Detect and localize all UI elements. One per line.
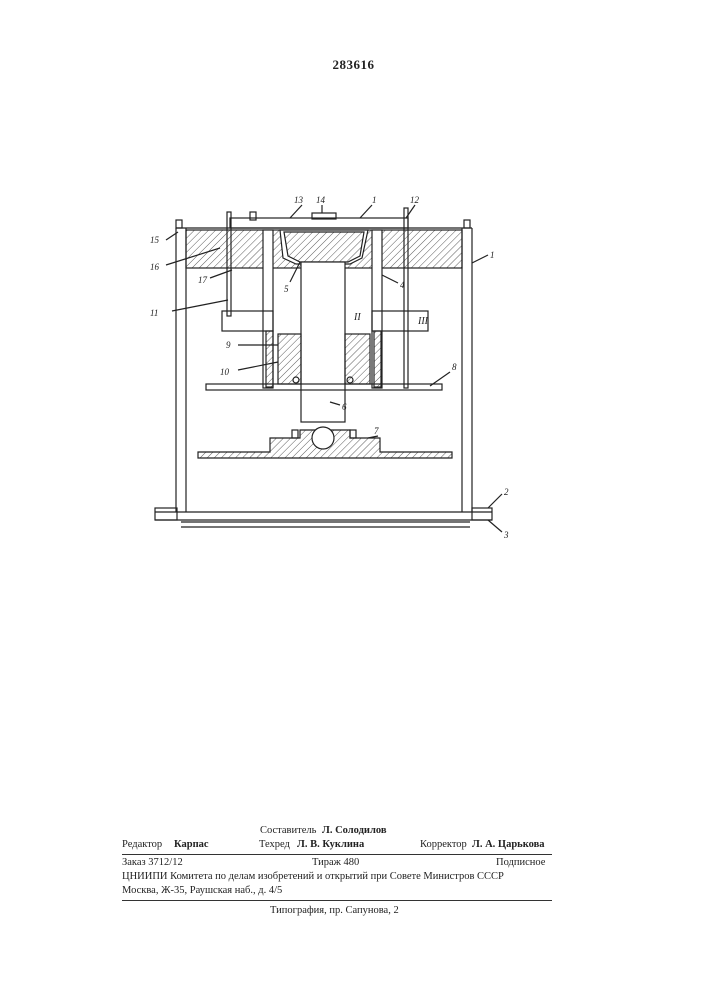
address-line: Москва, Ж-35, Раушская наб., д. 4/5 (122, 884, 282, 898)
label-1-right: 1 (490, 250, 495, 260)
label-8: 8 (452, 362, 457, 372)
label-10: 10 (220, 367, 230, 377)
corrector-role: Корректор (420, 838, 467, 852)
drawing-geometry (155, 205, 502, 532)
compiler-role: Составитель (260, 824, 316, 838)
label-13: 13 (294, 195, 304, 205)
label-4: 4 (400, 280, 405, 290)
label-6: 6 (342, 402, 347, 412)
rule-top (122, 854, 552, 855)
rule-bottom (122, 900, 552, 901)
label-roman-3: III (417, 316, 429, 327)
institute-line: ЦНИИПИ Комитета по делам изобретений и о… (122, 870, 504, 884)
editor-name: Карпас (174, 838, 209, 852)
compiler-row: Составитель Л. Солодилов (122, 824, 552, 838)
label-11: 11 (150, 308, 158, 318)
label-17: 17 (198, 275, 208, 285)
address-row: Москва, Ж-35, Раушская наб., д. 4/5 (122, 884, 552, 898)
label-3: 3 (503, 530, 509, 540)
corrector-name: Л. А. Царькова (472, 838, 545, 852)
staff-row: Редактор Карпас Техред Л. В. Куклина Кор… (122, 838, 552, 852)
order-row: Заказ 3712/12 Тираж 480 Подписное (122, 856, 552, 870)
printing-row: Типография, пр. Сапунова, 2 (122, 904, 552, 918)
techred-role: Техред (259, 838, 290, 852)
compiler-name: Л. Солодилов (322, 824, 387, 838)
label-5: 5 (284, 284, 289, 294)
label-roman-2: II (353, 312, 361, 323)
label-9: 9 (226, 340, 231, 350)
label-1-top: 1 (372, 195, 377, 205)
techred-name: Л. В. Куклина (297, 838, 364, 852)
order-number: Заказ 3712/12 (122, 856, 183, 870)
imprint-block: Составитель Л. Солодилов Редактор Карпас… (122, 824, 552, 918)
printing-house: Типография, пр. Сапунова, 2 (270, 904, 399, 918)
institute-row: ЦНИИПИ Комитета по делам изобретений и о… (122, 870, 552, 884)
subscription: Подписное (496, 856, 545, 870)
label-16: 16 (150, 262, 160, 272)
editor-role: Редактор (122, 838, 162, 852)
label-7: 7 (374, 426, 379, 436)
label-15: 15 (150, 235, 160, 245)
label-2: 2 (504, 487, 509, 497)
label-12: 12 (410, 195, 420, 205)
print-run: Тираж 480 (312, 856, 359, 870)
label-14: 14 (316, 195, 326, 205)
technical-drawing: 13 14 1 12 15 16 17 11 5 4 1 9 10 8 6 7 … (0, 0, 707, 560)
